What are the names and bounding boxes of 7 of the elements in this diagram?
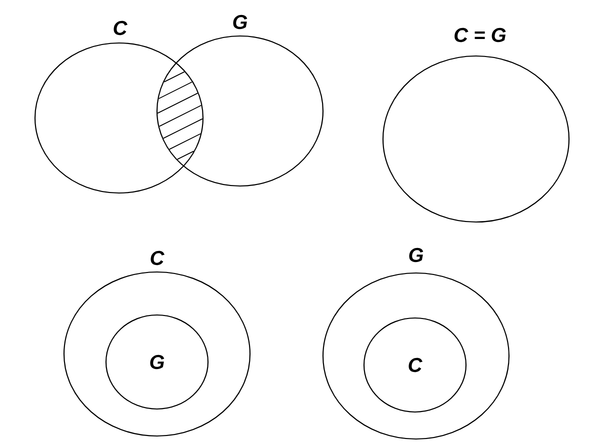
set-label: C [408,358,422,372]
set-label: C [114,20,128,36]
set-label: G [409,248,424,262]
set-label: C [150,250,164,266]
set-label: G [233,14,248,30]
set-label: C = G [454,28,506,42]
set-label: G [150,354,164,370]
